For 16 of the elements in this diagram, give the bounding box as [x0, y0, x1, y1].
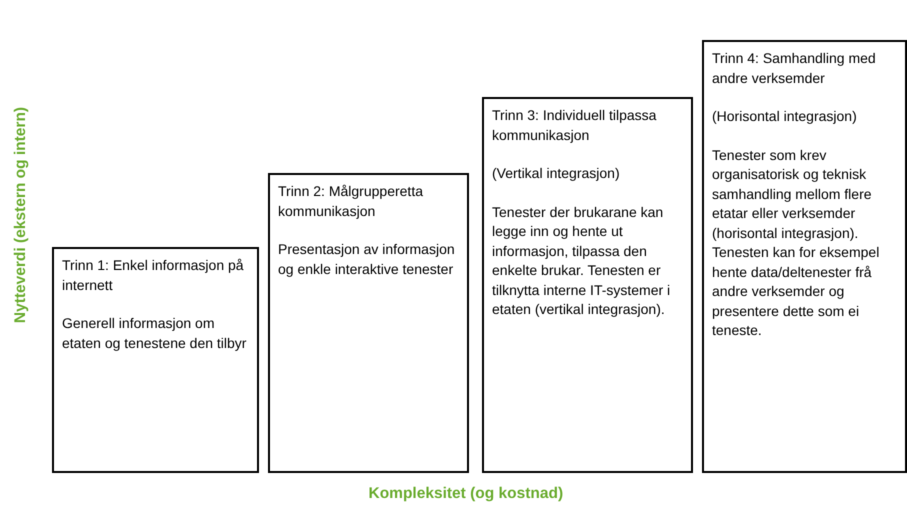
step-box: [702, 40, 907, 473]
x-axis-label: Kompleksitet (og kostnad): [368, 485, 564, 503]
step-description: Generell informasjon om etaten og tenestene den tilbyr: [62, 314, 248, 353]
step-description: (Horisontal integrasjon): [712, 107, 858, 126]
step-description: (Vertikal integrasjon): [492, 164, 621, 183]
y-axis-label: Nytteverdi (ekstern og intern): [12, 106, 30, 324]
step-box: [268, 173, 469, 473]
step-box: [52, 247, 259, 473]
step-heading: Trinn 2: Målgrupperetta kommunikasjon: [278, 182, 424, 221]
step-heading: Trinn 4: Samhandling med andre verksemder: [712, 49, 877, 88]
step-description: Tenester som krev organisatorisk og teknisk samhandling mellom flere etatar eller verksemder (horisontal integrasjon). Tenesten kan for eksempel hente data/deltenester frå andre verksemder og presentere dette som ei teneste.: [712, 146, 880, 340]
step-box: [482, 97, 693, 473]
step-description: Presentasjon av informasjon og enkle interaktive tenester: [278, 240, 456, 279]
step-heading: Trinn 1: Enkel informasjon på internett: [62, 256, 245, 294]
step-heading: Trinn 3: Individuell tilpassa kommunikasjon: [492, 106, 658, 145]
step-description: Tenester der brukarane kan legge inn og hente ut informasjon, tilpassa den enkelte brukar. Tenesten er tilknytta interne IT-systemer i etaten (vertikal integrasjon).: [492, 202, 672, 319]
